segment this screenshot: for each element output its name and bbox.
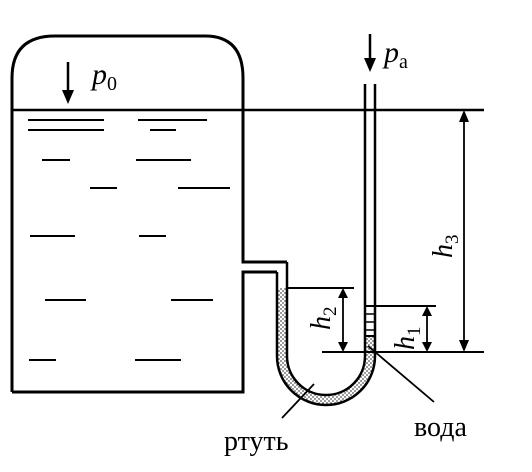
h2-arrow-top bbox=[338, 288, 348, 298]
h1-symbol: h bbox=[390, 336, 421, 350]
p0-arrow-icon bbox=[62, 62, 74, 104]
water-label: вода bbox=[414, 412, 467, 443]
u-tube-outer-wall bbox=[275, 84, 377, 407]
u-tube-inner-wall bbox=[285, 84, 367, 397]
h1-arrow-top bbox=[422, 306, 432, 316]
h3-arrow-top bbox=[459, 110, 469, 122]
h1-arrow-bottom bbox=[422, 342, 432, 352]
h1-subscript: 1 bbox=[404, 327, 425, 337]
h2-label: h2 bbox=[306, 307, 341, 331]
h3-subscript: 3 bbox=[442, 235, 463, 245]
p0-subscript: 0 bbox=[107, 73, 117, 95]
water-leader-line bbox=[367, 345, 435, 403]
h2-symbol: h bbox=[306, 316, 337, 330]
pa-label: pa bbox=[382, 36, 408, 73]
pa-subscript: a bbox=[399, 51, 408, 73]
tank-bottom-wall bbox=[12, 270, 277, 394]
h2-arrow-bottom bbox=[338, 342, 348, 352]
tank-outline bbox=[10, 34, 287, 392]
water-hatching bbox=[366, 313, 374, 331]
h1-label: h1 bbox=[390, 327, 425, 351]
pa-symbol: p bbox=[382, 36, 399, 69]
pa-arrow-icon bbox=[364, 34, 376, 72]
mercury-label: ртуть bbox=[224, 426, 289, 457]
h3-symbol: h bbox=[428, 244, 459, 258]
p0-symbol: p bbox=[90, 58, 107, 91]
liquid-hatching bbox=[28, 119, 230, 361]
mercury-leader-line bbox=[281, 383, 315, 419]
h3-label: h3 bbox=[428, 235, 463, 259]
h2-subscript: 2 bbox=[320, 307, 341, 317]
mercury-fill bbox=[277, 288, 375, 405]
h3-arrow-bottom bbox=[459, 340, 469, 352]
p0-label: p0 bbox=[90, 58, 117, 95]
